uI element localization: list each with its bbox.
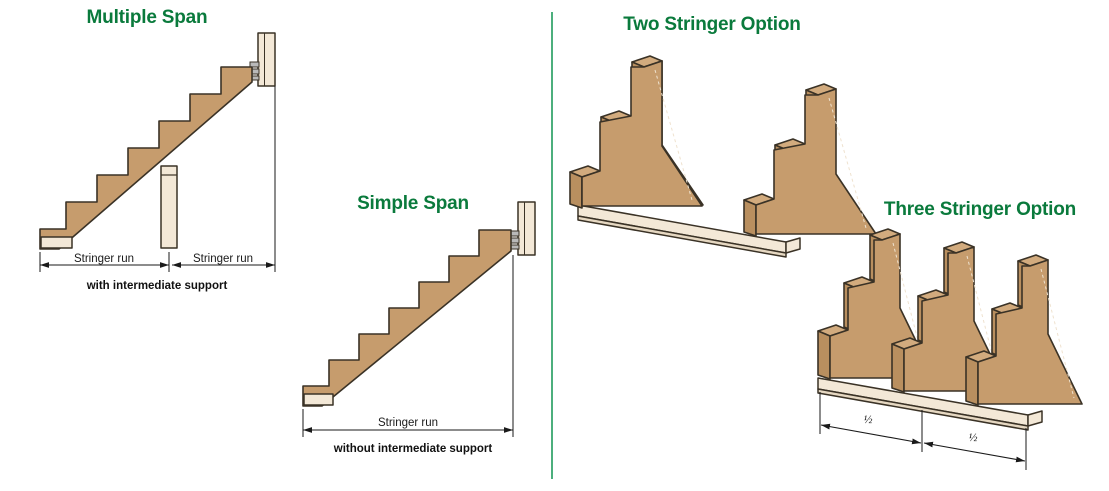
three-stringer-heading: Three Stringer Option xyxy=(884,199,1076,220)
base-board-two xyxy=(577,204,801,258)
base-board-three xyxy=(817,377,1043,431)
stringer-three-c xyxy=(965,254,1083,406)
ledger-board-simple xyxy=(517,201,536,256)
simple-span-heading: Simple Span xyxy=(357,193,469,214)
multiple-span-caption: with intermediate support xyxy=(86,280,228,292)
dim-label-stringer-run-left: Stringer run xyxy=(74,253,134,265)
kicker-block-simple xyxy=(303,393,334,406)
two-stringer-heading: Two Stringer Option xyxy=(623,14,800,35)
dim-arrow-half-right xyxy=(923,441,1026,463)
intermediate-support-post xyxy=(160,165,178,249)
panel-three-stringer: Three Stringer Option xyxy=(817,199,1083,470)
stringer-two-left xyxy=(569,55,704,209)
dim-label-stringer-run-right: Stringer run xyxy=(193,253,253,265)
dim-label-half-right: ½ xyxy=(969,430,978,444)
stringer-simple-span xyxy=(302,229,512,407)
dim-arrow-half-left xyxy=(820,423,922,445)
panel-two-stringer: Two Stringer Option xyxy=(569,14,877,258)
ledger-board-multiple xyxy=(257,32,276,87)
panel-multiple-span: Multiple Span Stringer run Stringer xyxy=(39,7,276,292)
kicker-block-multiple xyxy=(40,236,73,249)
stringer-multiple-span xyxy=(39,66,253,250)
multiple-span-heading: Multiple Span xyxy=(87,7,208,28)
panel-simple-span: Simple Span Stringer run without interme… xyxy=(302,193,536,455)
dim-label-half-left: ½ xyxy=(864,412,873,426)
stringer-two-right xyxy=(743,83,877,237)
dim-label-stringer-run-simple: Stringer run xyxy=(378,417,438,429)
simple-span-caption: without intermediate support xyxy=(333,443,493,455)
